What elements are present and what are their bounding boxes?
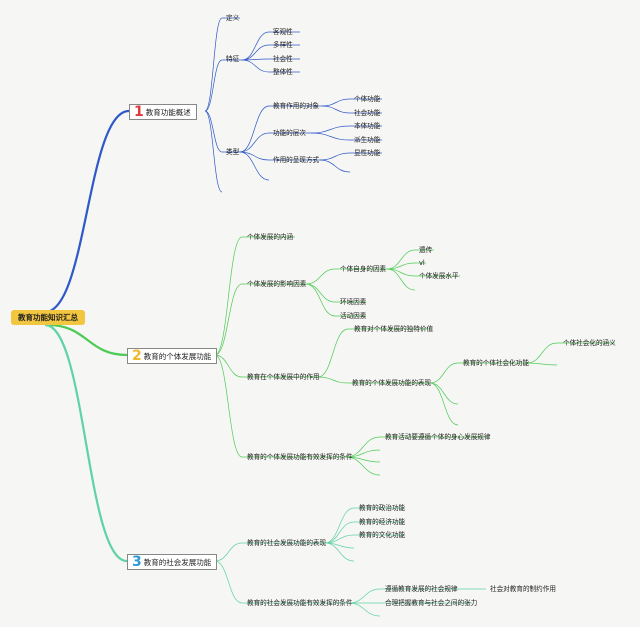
- branch-connector: [324, 542, 355, 562]
- branch-connector: [214, 236, 243, 356]
- branch-connector: [429, 362, 459, 384]
- section-number: 2: [132, 348, 142, 364]
- branch-connector: [319, 159, 351, 173]
- node-development-conditions[interactable]: 教育的个体发展功能有效发挥的条件: [247, 453, 353, 461]
- main-branch-1: [44, 109, 130, 314]
- branch-connector: [345, 436, 381, 458]
- node-type-presentation[interactable]: 作用的呈现方式: [273, 156, 320, 164]
- node-self-factors[interactable]: 个体自身的因素: [340, 265, 387, 273]
- section-label: 教育的个体发展功能: [143, 351, 212, 361]
- section-number: 1: [134, 104, 144, 120]
- node-social-laws[interactable]: 遵循教育发展的社会规律: [385, 585, 458, 593]
- branch-connector: [324, 507, 355, 544]
- branch-connector: [310, 125, 351, 134]
- section-node-individual[interactable]: 2 教育的个体发展功能: [127, 348, 218, 364]
- node-development-factors[interactable]: 个体发展的影响因素: [247, 280, 307, 288]
- node-environment-factors[interactable]: 环境因素: [340, 298, 367, 306]
- node-development-level[interactable]: 个体发展水平: [419, 272, 459, 280]
- branch-connector: [321, 105, 351, 114]
- node-tension[interactable]: 合理把握教育与社会之间的张力: [385, 599, 478, 607]
- branch-connector: [239, 151, 270, 181]
- branch-connector: [386, 249, 416, 270]
- node-socialization-meaning[interactable]: 个体社会化的涵义: [563, 339, 616, 347]
- branch-connector: [239, 132, 270, 153]
- branch-connector: [317, 376, 349, 384]
- section-node-overview[interactable]: 1 教育功能概述: [129, 104, 197, 120]
- node-individual-function[interactable]: 个体功能: [354, 95, 381, 103]
- section-node-social[interactable]: 3 教育的社会发展功能: [127, 554, 218, 570]
- node-derived-function[interactable]: 派生功能: [354, 136, 381, 144]
- node-type-object[interactable]: 教育作用的对象: [273, 102, 320, 110]
- node-types[interactable]: 类型: [226, 148, 240, 156]
- branch-connector: [324, 521, 355, 544]
- node-socialization-function[interactable]: 教育的个体社会化功能: [463, 359, 529, 367]
- node-political-function[interactable]: 教育的政治功能: [359, 504, 406, 512]
- node-definition[interactable]: 定义: [226, 14, 240, 22]
- branch-connector: [214, 354, 243, 458]
- branch-connector: [321, 98, 351, 107]
- branch-connector: [526, 362, 558, 366]
- node-role-in-development[interactable]: 教育在个体发展中的作用: [247, 373, 320, 381]
- branch-connector: [386, 268, 416, 291]
- branch-connector: [305, 268, 336, 285]
- branch-connector: [204, 110, 223, 193]
- node-economic-function[interactable]: 教育的经济功能: [359, 518, 406, 526]
- node-cultural-function[interactable]: 教育的文化功能: [359, 531, 406, 539]
- section-number: 3: [132, 554, 142, 570]
- node-feature-social[interactable]: 社会性: [273, 55, 293, 63]
- branch-connector: [214, 542, 243, 562]
- branch-connector: [324, 534, 355, 544]
- node-social-restriction[interactable]: 社会对教育的制约作用: [490, 585, 556, 593]
- node-development-meaning[interactable]: 个体发展的内涵: [247, 233, 294, 241]
- node-function-expression[interactable]: 教育的个体发展功能的表现: [352, 379, 432, 387]
- branch-connector: [239, 105, 270, 153]
- branch-connector: [214, 560, 243, 604]
- node-social-expression[interactable]: 教育的社会发展功能的表现: [247, 539, 327, 547]
- branch-connector: [429, 382, 459, 405]
- node-social-function[interactable]: 社会功能: [354, 109, 381, 117]
- branch-connector: [214, 354, 243, 378]
- main-branch-2: [47, 323, 128, 357]
- node-features[interactable]: 特征: [226, 55, 240, 63]
- branch-connector: [348, 588, 381, 604]
- node-activity-factors[interactable]: 活动因素: [340, 312, 367, 320]
- node-feature-diversity[interactable]: 多样性: [273, 41, 293, 49]
- section-label: 教育的社会发展功能: [143, 557, 212, 567]
- branch-connector: [345, 456, 381, 476]
- branch-connector: [241, 59, 270, 73]
- branch-connector: [204, 110, 223, 153]
- node-vl[interactable]: vl: [419, 259, 425, 267]
- node-type-level[interactable]: 功能的层次: [273, 129, 306, 137]
- branch-connector: [305, 283, 336, 317]
- section-label: 教育功能概述: [145, 107, 191, 117]
- node-unique-value[interactable]: 教育对个体发展的独特价值: [354, 325, 434, 333]
- node-explicit-function[interactable]: 显性功能: [354, 149, 381, 157]
- branch-connector: [204, 17, 223, 112]
- node-heredity[interactable]: 遗传: [419, 246, 433, 254]
- branch-connector: [310, 132, 351, 141]
- branch-connector: [204, 59, 223, 112]
- branch-connector: [348, 602, 381, 617]
- branch-connector: [241, 44, 270, 61]
- root-node[interactable]: 教育功能知识汇总: [11, 310, 85, 325]
- branch-connector: [214, 283, 243, 356]
- node-social-conditions[interactable]: 教育的社会发展功能有效发挥的条件: [247, 599, 353, 607]
- node-feature-objective[interactable]: 客观性: [273, 28, 293, 36]
- main-branch-3: [44, 323, 128, 563]
- node-feature-holistic[interactable]: 整体性: [273, 68, 293, 76]
- branch-connector: [317, 328, 349, 378]
- node-ontological-function[interactable]: 本体功能: [354, 122, 381, 130]
- branch-connector: [319, 152, 351, 161]
- node-follow-laws[interactable]: 教育活动要遵循个体的身心发展规律: [385, 433, 491, 441]
- branch-connector: [526, 342, 558, 364]
- branch-connector: [429, 382, 459, 426]
- branch-connector: [241, 31, 270, 61]
